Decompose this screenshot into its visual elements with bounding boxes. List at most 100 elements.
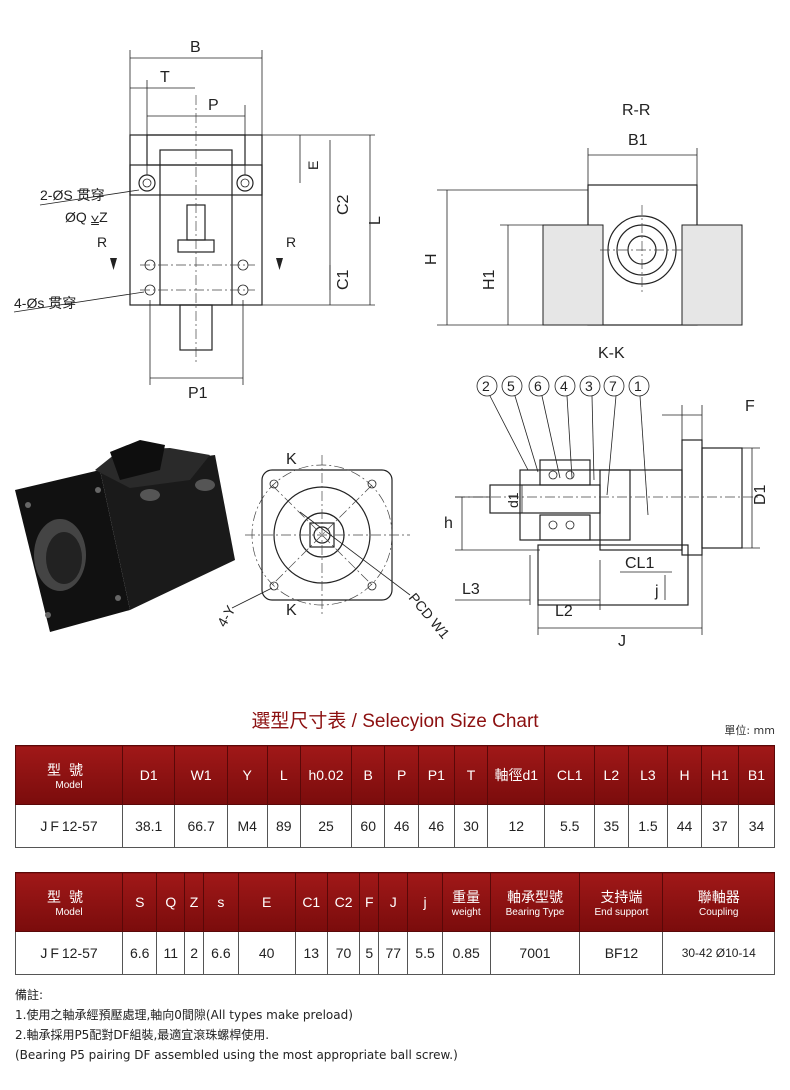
dim-J: J bbox=[618, 633, 626, 650]
table-cell: BF12 bbox=[579, 931, 664, 975]
table-cell: 5.5 bbox=[407, 931, 443, 975]
header-cell: H1 bbox=[700, 745, 739, 805]
label-Q: ØQ ⩣Z bbox=[65, 209, 108, 225]
unit-label: 單位: mm bbox=[724, 724, 775, 737]
header-model: 型號 Model bbox=[15, 872, 123, 932]
dim-D1: D1 bbox=[752, 484, 769, 505]
isometric-view bbox=[15, 440, 235, 632]
balloon-6: 6 bbox=[534, 378, 542, 394]
balloon-5: 5 bbox=[507, 378, 515, 394]
table-cell: 89 bbox=[266, 804, 301, 848]
table-row: JF12-57 6.6 11 2 6.6 40 13 70 5 77 5.5 0… bbox=[15, 931, 775, 975]
notes: 備註: 1.使用之軸承經預壓處理,軸向0間隙(All types make pr… bbox=[15, 985, 458, 1065]
table-cell: 1.5 bbox=[627, 804, 669, 848]
label-R-right: R bbox=[286, 234, 296, 250]
label-2S: 2-ØS 贯穿 bbox=[40, 187, 105, 203]
header-cell: h0.02 bbox=[299, 745, 352, 805]
technical-drawing: B T P 2-ØS 贯穿 ØQ ⩣Z R 4-Øs 贯穿 bbox=[13, 39, 769, 650]
table-cell: 60 bbox=[350, 804, 386, 848]
header-cell: s bbox=[203, 872, 239, 932]
table-header-row: 型號 Model D1 W1 Y L h0.02 B P P1 T 軸徑d1 C… bbox=[15, 745, 776, 805]
note-line-3: (Bearing P5 pairing DF assembled using t… bbox=[15, 1048, 458, 1062]
dim-B: B bbox=[190, 39, 201, 56]
model-cell: JF12-57 bbox=[15, 804, 123, 848]
table-cell: 0.85 bbox=[441, 931, 491, 975]
table-cell: 46 bbox=[417, 804, 455, 848]
table-cell: 37 bbox=[700, 804, 739, 848]
header-cell: j bbox=[407, 872, 443, 932]
dim-T: T bbox=[160, 69, 170, 86]
header-cell: S bbox=[121, 872, 158, 932]
table-cell: 66.7 bbox=[174, 804, 228, 848]
header-cell: P1 bbox=[417, 745, 455, 805]
header-cell: CL1 bbox=[544, 745, 596, 805]
header-cell: C1 bbox=[294, 872, 328, 932]
header-cell: F bbox=[359, 872, 380, 932]
balloon-4: 4 bbox=[560, 378, 568, 394]
size-table-1: 型號 Model D1 W1 Y L h0.02 B P P1 T 軸徑d1 C… bbox=[15, 745, 776, 848]
dim-E: E bbox=[305, 161, 321, 170]
dim-h: h bbox=[444, 515, 453, 532]
balloon-7: 7 bbox=[609, 378, 617, 394]
dim-L: L bbox=[367, 216, 384, 225]
header-cell: H bbox=[667, 745, 702, 805]
end-view: K K 4-Y PCD W1 bbox=[214, 451, 453, 642]
header-cell: Z bbox=[184, 872, 205, 932]
side-section-view: R-R B1 H H1 bbox=[423, 102, 743, 326]
header-cell: J bbox=[378, 872, 409, 932]
header-cell: L3 bbox=[627, 745, 669, 805]
table-cell: 12 bbox=[487, 804, 546, 848]
table-cell: 13 bbox=[294, 931, 328, 975]
header-cell: P bbox=[384, 745, 419, 805]
label-PCD: PCD W1 bbox=[406, 590, 453, 642]
table-row: JF12-57 38.1 66.7 M4 89 25 60 46 46 30 1… bbox=[15, 804, 776, 848]
model-cell: JF12-57 bbox=[15, 931, 123, 975]
dim-CL1: CL1 bbox=[625, 555, 654, 572]
label-K-bottom: K bbox=[286, 602, 297, 619]
table-cell: 40 bbox=[237, 931, 296, 975]
table-cell: 5.5 bbox=[544, 804, 596, 848]
header-cell: C2 bbox=[326, 872, 361, 932]
dim-C2: C2 bbox=[335, 194, 352, 215]
table-cell: 7001 bbox=[489, 931, 581, 975]
header-cell: W1 bbox=[174, 745, 228, 805]
table-cell: 35 bbox=[594, 804, 629, 848]
label-4s: 4-Øs 贯穿 bbox=[14, 295, 76, 311]
section-RR: R-R bbox=[622, 102, 650, 119]
notes-heading: 備註: bbox=[15, 988, 44, 1002]
balloon-1: 1 bbox=[634, 378, 642, 394]
balloon-3: 3 bbox=[585, 378, 593, 394]
table-cell: 70 bbox=[326, 931, 361, 975]
table-cell: 34 bbox=[737, 804, 776, 848]
table-cell: 6.6 bbox=[203, 931, 239, 975]
header-cell: E bbox=[237, 872, 296, 932]
dim-B1: B1 bbox=[628, 132, 648, 149]
table-cell: 25 bbox=[299, 804, 352, 848]
label-R-left: R bbox=[97, 234, 107, 250]
front-view: B T P 2-ØS 贯穿 ØQ ⩣Z R 4-Øs 贯穿 bbox=[13, 39, 384, 402]
table-cell: 38.1 bbox=[121, 804, 176, 848]
dim-j: j bbox=[654, 583, 659, 600]
note-line-1: 1.使用之軸承經預壓處理,軸向0間隙(All types make preloa… bbox=[15, 1008, 353, 1022]
table-cell: 44 bbox=[667, 804, 702, 848]
section-KK: K-K bbox=[598, 345, 625, 362]
table-cell: 30-42 Ø10-14 bbox=[662, 931, 775, 975]
header-cell: D1 bbox=[121, 745, 176, 805]
header-cell: L bbox=[266, 745, 301, 805]
header-cell: L2 bbox=[594, 745, 629, 805]
table-cell: 6.6 bbox=[121, 931, 158, 975]
table-cell: 5 bbox=[359, 931, 380, 975]
header-cell: Q bbox=[156, 872, 186, 932]
balloons: 2 5 6 4 3 7 1 bbox=[476, 375, 650, 516]
table-cell: 30 bbox=[453, 804, 489, 848]
dim-d1: d1 bbox=[505, 492, 521, 508]
header-cell: T bbox=[453, 745, 489, 805]
table-cell: 46 bbox=[384, 804, 419, 848]
section-kk-view: K-K 2 5 6 4 3 7 1 bbox=[444, 345, 769, 650]
